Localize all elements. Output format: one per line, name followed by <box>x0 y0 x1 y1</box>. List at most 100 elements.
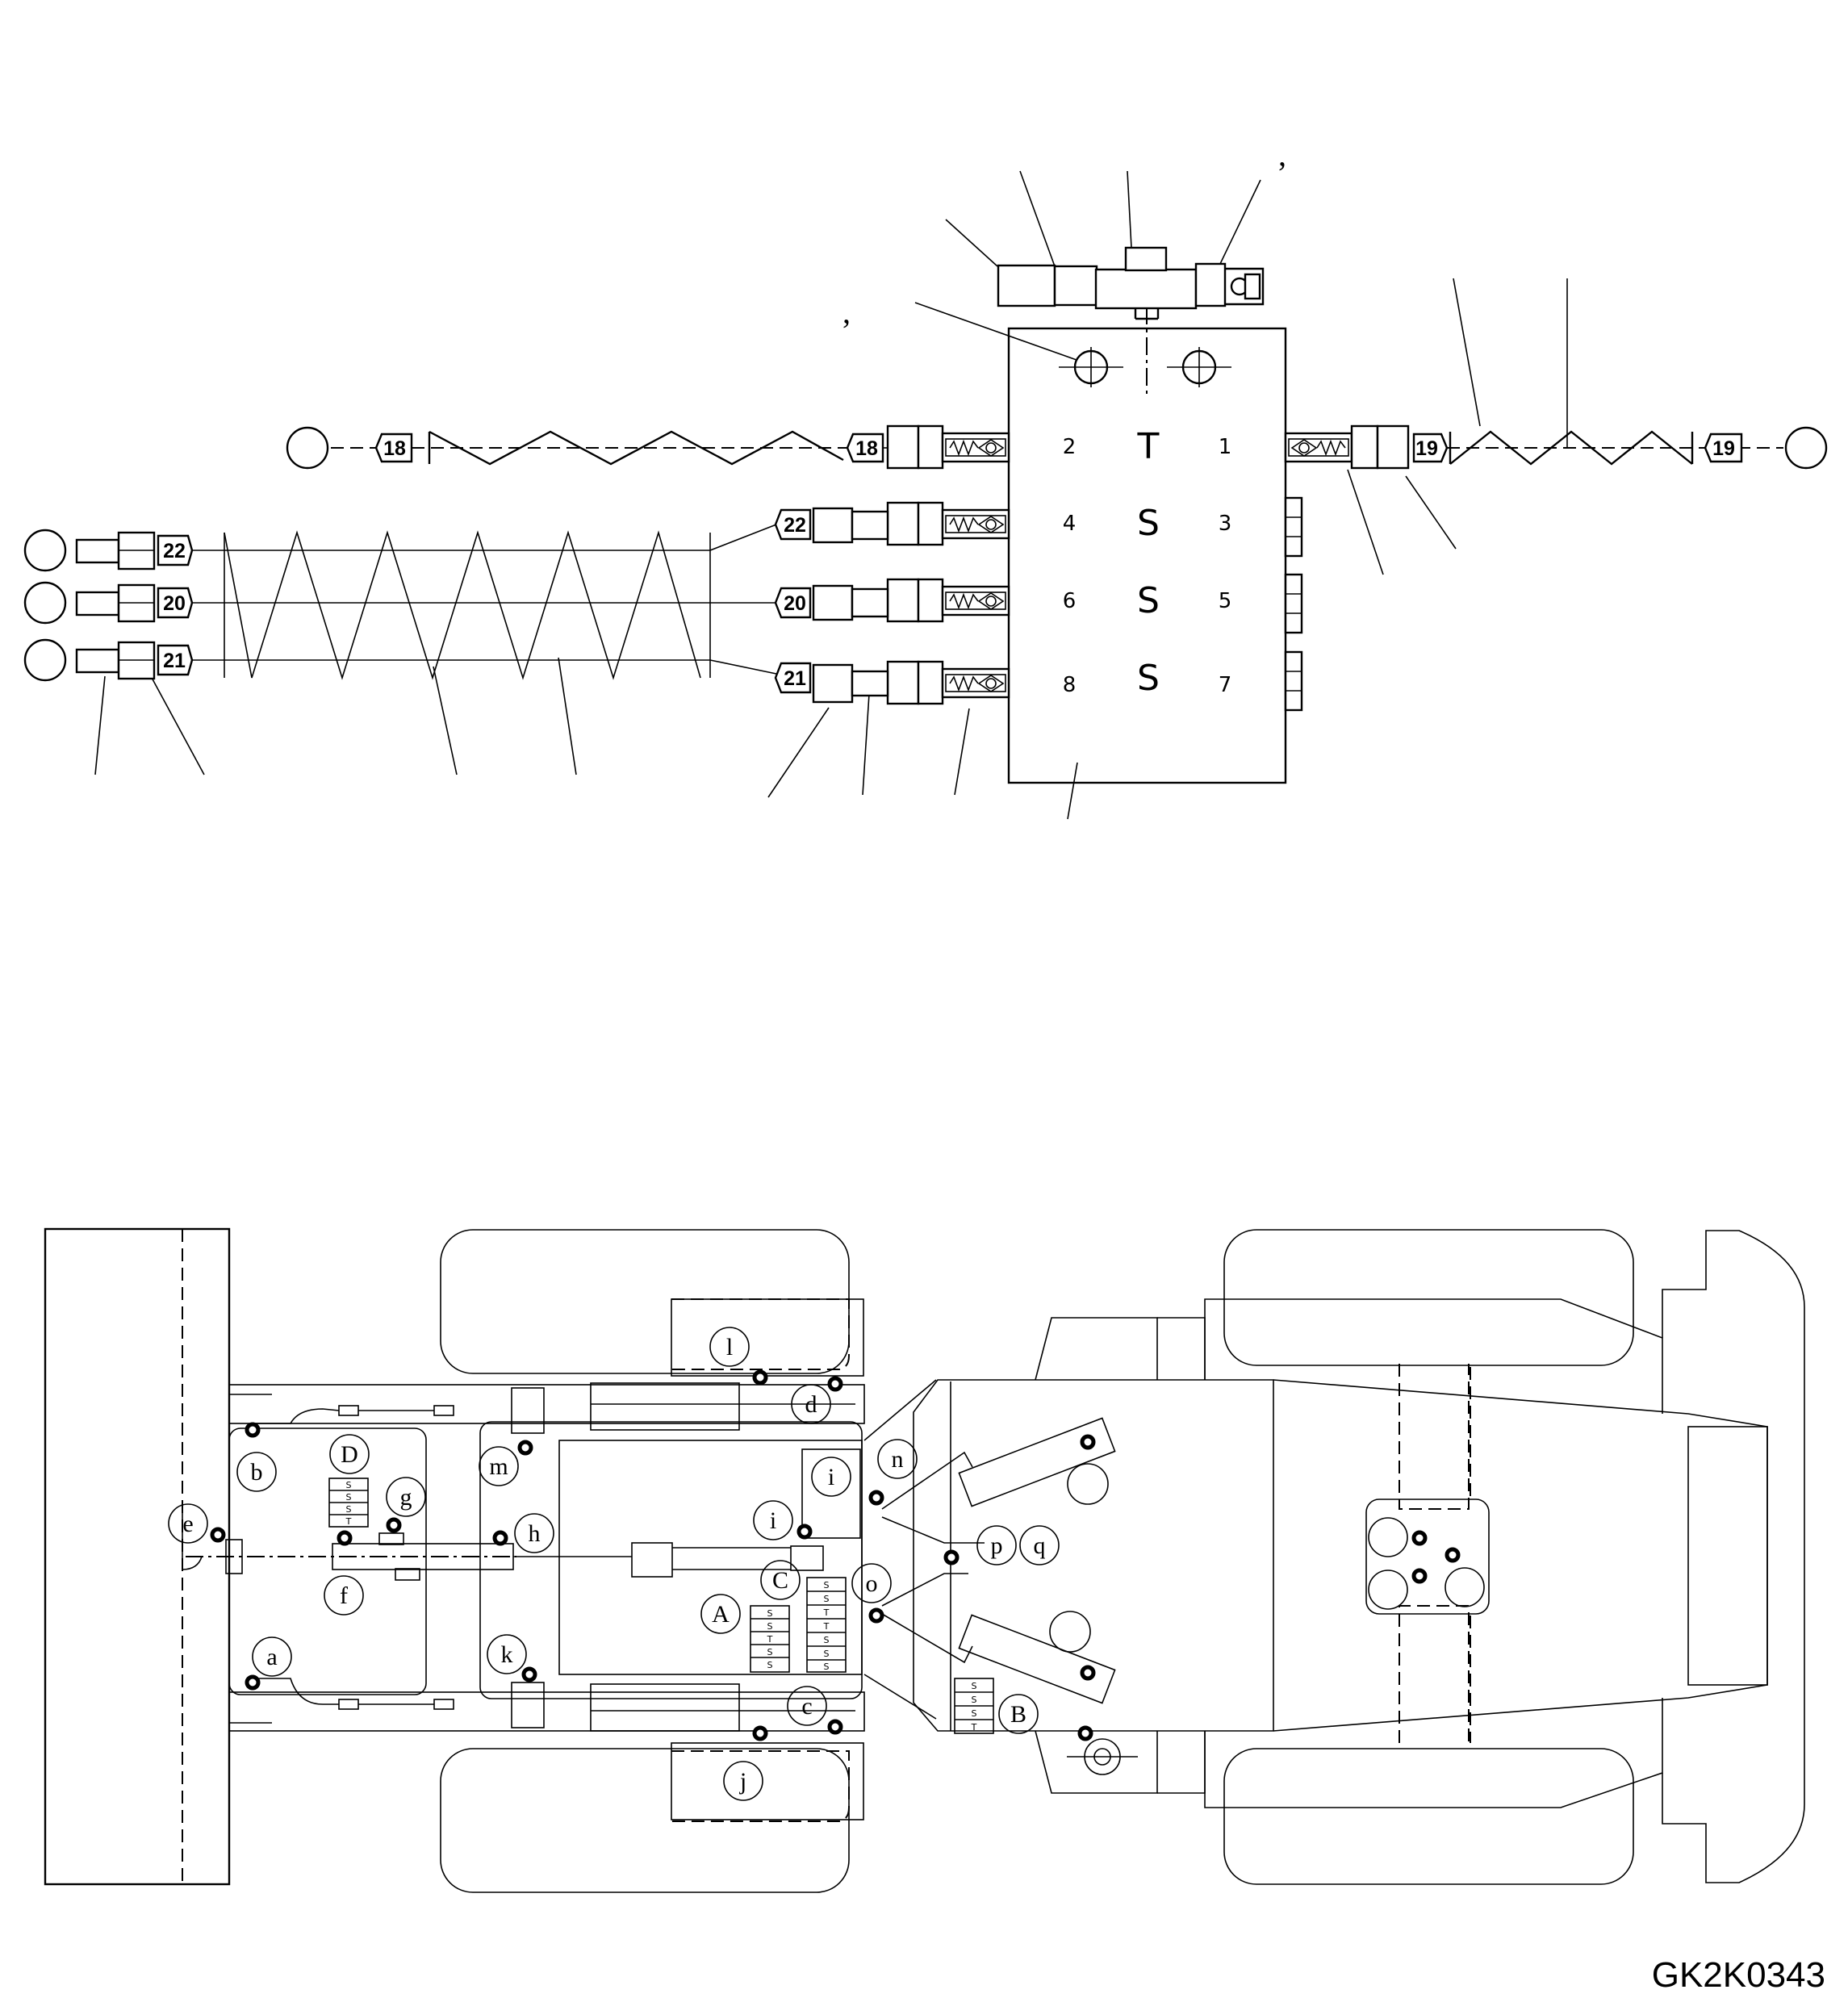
svg-text:S: S <box>346 1492 352 1503</box>
callout-i-upper: i <box>811 1457 851 1497</box>
callout-c: c <box>787 1686 827 1726</box>
callout-j: j <box>723 1761 763 1801</box>
fitting-22 <box>812 507 889 544</box>
svg-text:p: p <box>991 1532 1003 1559</box>
center-cylinder <box>182 1448 861 1581</box>
hose-end-20: 20 <box>23 581 194 625</box>
distribution-valve: 2 T 1 4 S 3 6 S 5 8 S 7 <box>1007 307 1303 784</box>
svg-text:S: S <box>972 1695 977 1705</box>
lube-block-B: S S S T <box>954 1678 994 1734</box>
tire-rear-top <box>1223 1229 1634 1366</box>
plug-port-7 <box>1284 650 1303 712</box>
svg-text:b: b <box>251 1459 263 1486</box>
grease-fittings <box>210 1369 1461 1741</box>
hose-bundle-22-20-21 <box>188 524 777 680</box>
svg-text:T: T <box>823 1621 830 1632</box>
check-valve-port-1 <box>1284 424 1410 470</box>
hose-tag-18-left: 18 <box>374 433 413 463</box>
callout-m: m <box>479 1446 519 1486</box>
leader-lines-top <box>94 170 1568 820</box>
callout-A: A <box>700 1594 741 1634</box>
svg-text:T: T <box>971 1722 977 1733</box>
hose-tag-19-left: 19 <box>1412 433 1449 463</box>
svg-text:d: d <box>805 1391 817 1418</box>
lift-arm-top <box>228 1382 865 1434</box>
lube-block-C: S S T T S S S <box>806 1577 847 1673</box>
svg-text:S: S <box>972 1681 977 1691</box>
callout-e: e <box>168 1503 208 1544</box>
svg-text:T: T <box>767 1634 773 1645</box>
callout-k: k <box>487 1634 527 1674</box>
svg-text:A: A <box>712 1601 730 1628</box>
svg-text:19: 19 <box>1415 437 1438 460</box>
svg-text:S: S <box>767 1660 773 1670</box>
svg-text:B: B <box>1010 1701 1026 1728</box>
svg-text:k: k <box>501 1641 513 1668</box>
svg-text:o: o <box>866 1570 878 1597</box>
hose-tag-22-right: 22 <box>774 508 812 541</box>
port-1-label: 1 <box>1219 435 1232 459</box>
callout-B: B <box>998 1694 1039 1734</box>
callout-o: o <box>851 1563 892 1603</box>
svg-text:c: c <box>801 1693 812 1720</box>
port-6-label: 6 <box>1063 589 1077 613</box>
tick-mark-2: , <box>842 294 851 330</box>
hose-tag-20-right: 20 <box>774 587 812 619</box>
fitting-21 <box>812 663 889 704</box>
callout-f: f <box>324 1575 364 1616</box>
hose-tag-18-right: 18 <box>846 433 884 463</box>
hose-tag-20-left: 20 <box>163 592 186 615</box>
callout-p: p <box>976 1525 1017 1565</box>
hose-tag-21-left: 21 <box>163 650 186 672</box>
drawing-code: GK2K0343 <box>1652 1955 1825 1995</box>
callout-i-lower: i <box>753 1500 793 1540</box>
plug-port-5 <box>1284 573 1303 634</box>
svg-text:S: S <box>346 1480 352 1490</box>
svg-text:m: m <box>489 1453 508 1480</box>
rear-body <box>881 1230 1805 1883</box>
svg-text:S: S <box>767 1608 773 1619</box>
s-port-label-1: S <box>1137 503 1160 544</box>
svg-text:S: S <box>972 1708 977 1719</box>
svg-text:a: a <box>266 1644 277 1670</box>
port-4-label: 4 <box>1063 512 1077 536</box>
svg-text:i: i <box>770 1507 776 1534</box>
port-7-label: 7 <box>1219 673 1232 697</box>
callout-l: l <box>709 1327 750 1367</box>
tire-front-bottom <box>440 1748 850 1893</box>
port-8-label: 8 <box>1063 673 1077 697</box>
svg-text:20: 20 <box>784 592 806 615</box>
svg-text:18: 18 <box>383 437 406 460</box>
hose-tag-22-left: 22 <box>163 540 186 562</box>
hose-tag-19-right: 19 <box>1704 433 1743 463</box>
hose-18 <box>286 426 888 470</box>
svg-text:19: 19 <box>1712 437 1735 460</box>
check-valve-port-4 <box>886 501 1010 546</box>
lube-block-A: S S T S S <box>750 1605 790 1673</box>
svg-text:n: n <box>892 1446 904 1473</box>
lift-arm-bottom <box>228 1678 865 1732</box>
lube-block-D: S S S T <box>328 1478 369 1528</box>
hose-end-21: 21 <box>23 638 194 682</box>
tire-rear-bottom <box>1223 1748 1634 1885</box>
svg-text:S: S <box>824 1662 830 1672</box>
machine-top-view: S S S T S S T S S S S T <box>44 1227 1805 1893</box>
svg-text:h: h <box>529 1520 541 1547</box>
gauge-right <box>1167 347 1231 387</box>
port-5-label: 5 <box>1219 589 1232 613</box>
svg-text:T: T <box>823 1607 830 1618</box>
svg-text:T: T <box>345 1516 352 1527</box>
svg-text:f: f <box>340 1582 348 1609</box>
tank-port-label: T <box>1137 426 1160 467</box>
hose-tag-21-right: 21 <box>774 662 812 694</box>
svg-text:22: 22 <box>784 514 806 537</box>
svg-text:S: S <box>767 1647 773 1657</box>
callout-g: g <box>386 1477 426 1517</box>
svg-text:j: j <box>739 1768 746 1795</box>
svg-text:g: g <box>400 1484 412 1511</box>
top-fitting-assembly <box>997 246 1265 320</box>
svg-text:S: S <box>767 1621 773 1632</box>
port-2-label: 2 <box>1063 435 1077 459</box>
tick-mark-1: , <box>1278 136 1286 173</box>
